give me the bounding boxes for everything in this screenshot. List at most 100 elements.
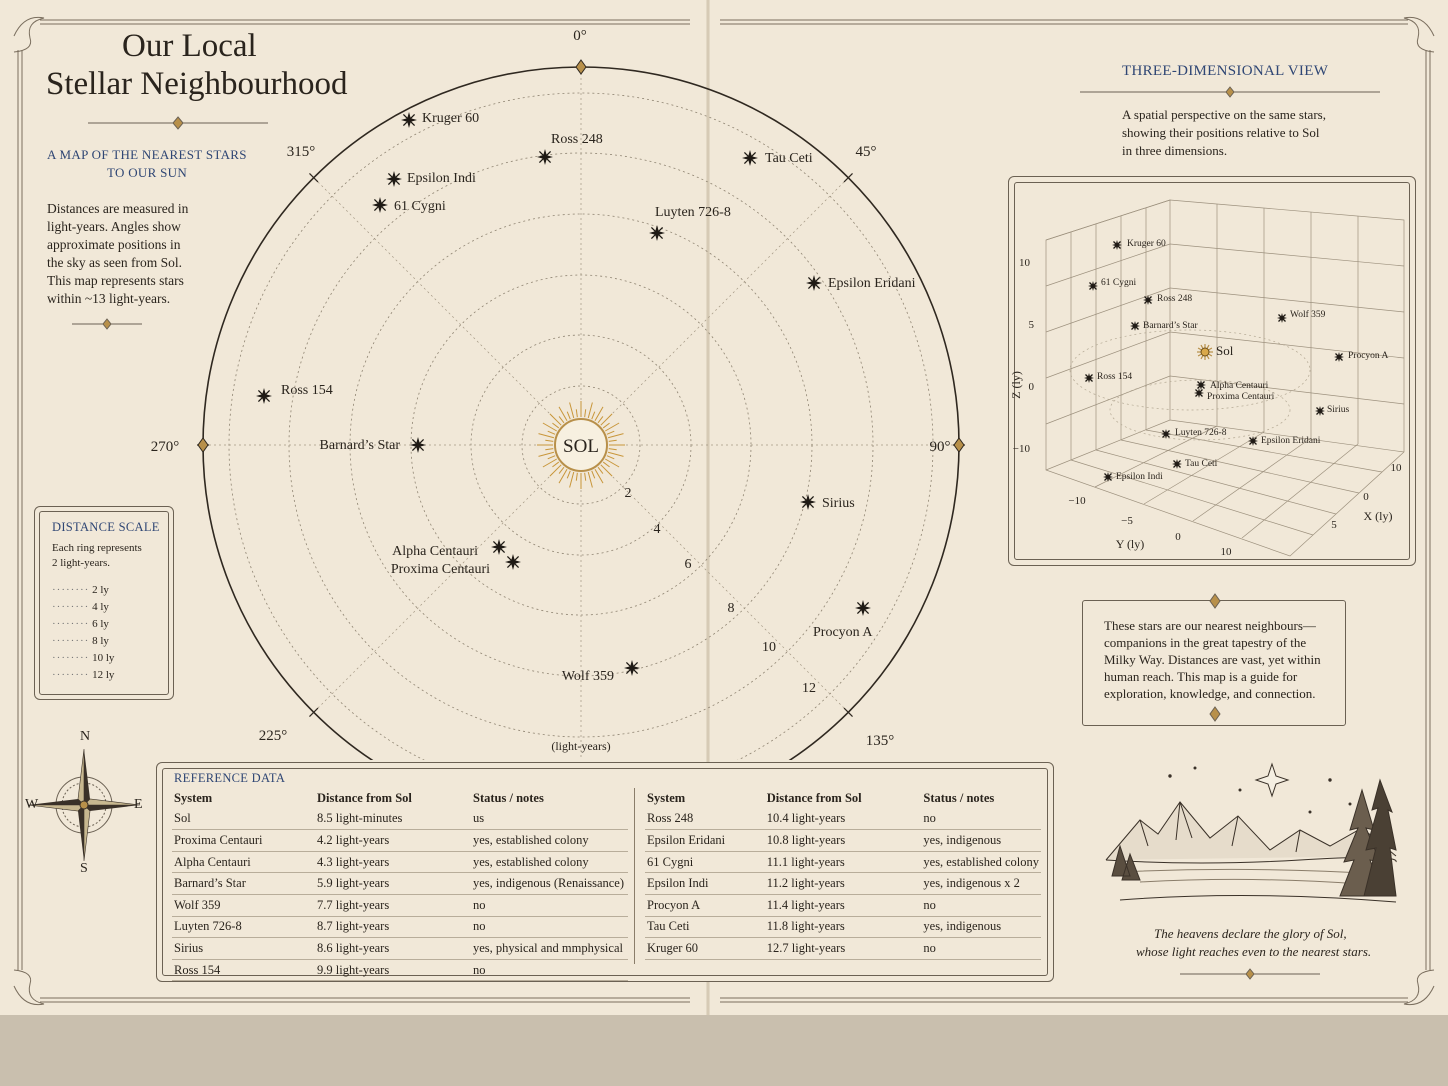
cell-status: yes, physical and mmphysical [471, 937, 628, 960]
cell-status: yes, established colony [471, 851, 628, 874]
star-3d-label: Sirius [1327, 405, 1349, 415]
cell-status: no [921, 937, 1041, 960]
three-d-desc: A spatial perspective on the same stars,… [1122, 106, 1326, 160]
z-tick-label: 10 [1019, 257, 1031, 269]
note-text: These stars are our nearest neighbours— … [1104, 617, 1321, 702]
star-label: 61 Cygni [394, 199, 446, 214]
scale-row: ········ 2 ly [52, 584, 109, 596]
intro-line: Distances are measured in [47, 201, 189, 216]
sol-center-label: SOL [563, 436, 599, 457]
three-d-heading: THREE-DIMENSIONAL VIEW [1122, 63, 1329, 79]
map-subtitle-line2: TO OUR SUN [107, 165, 188, 180]
scale-ring-label: 10 ly [92, 652, 115, 664]
cell-system: Alpha Centauri [172, 851, 315, 874]
intro-line: approximate positions in [47, 237, 181, 252]
scale-row: ········ 12 ly [52, 669, 115, 681]
cell-system: Ross 248 [645, 808, 765, 831]
star-3d-label: Proxima Centauri [1207, 392, 1275, 402]
ring-unit-label: (light-years) [551, 739, 610, 753]
three-d-desc-line: in three dimensions. [1122, 143, 1228, 158]
star-3d-label: Tau Ceti [1185, 459, 1218, 469]
star-marker-icon [800, 494, 816, 510]
ring-distance-label: 6 [685, 557, 692, 572]
quote-line2: whose light reaches even to the nearest … [1136, 944, 1372, 959]
bearing-label: 135° [866, 733, 895, 749]
bearing-tick [843, 707, 853, 717]
star-3d-label: Ross 248 [1157, 294, 1192, 304]
cell-status: yes, indigenous [921, 916, 1041, 939]
cell-distance: 11.8 light-years [764, 916, 922, 939]
star-label: Tau Ceti [765, 151, 813, 166]
bearing-spoke [313, 177, 553, 417]
star-3d-label: Ross 154 [1097, 372, 1132, 382]
cell-status: yes, established colony [471, 829, 628, 852]
star-label: Epsilon Indi [407, 171, 476, 186]
y-tick-label: 10 [1221, 546, 1233, 558]
cell-distance: 4.2 light-years [315, 829, 471, 852]
bearing-tick [843, 173, 853, 183]
cell-system: Luyten 726-8 [172, 916, 315, 939]
cell-distance: 12.7 light-years [764, 937, 922, 960]
note-line: human reach. This map is a guide for [1104, 669, 1298, 684]
page-title-line2: Stellar Neighbourhood [46, 66, 348, 102]
star-marker-icon [537, 149, 553, 165]
compass-rose-icon [27, 748, 141, 862]
star-3d-marker-icon [1130, 321, 1140, 331]
z-tick-label: −10 [1013, 443, 1031, 455]
star-3d-label: Procyon A [1348, 351, 1389, 361]
cell-status: yes, indigenous [921, 829, 1041, 852]
book-spine [706, 0, 710, 1015]
cell-distance: 8.7 light-years [315, 916, 471, 939]
ring-distance-label: 8 [728, 601, 735, 616]
col-header-distance: Distance from Sol [766, 790, 862, 805]
three-d-plot-frame [1008, 176, 1416, 566]
star-3d-label: Alpha Centauri [1210, 381, 1269, 391]
star-3d-marker-icon [1112, 240, 1122, 250]
star-3d-marker-icon [1088, 281, 1098, 291]
star-marker-icon [855, 600, 871, 616]
star-label: Alpha Centauri [392, 544, 478, 559]
scale-row: ········ 8 ly [52, 635, 109, 647]
cell-system: Epsilon Indi [645, 872, 765, 895]
star-marker-icon [806, 275, 822, 291]
page-edge [0, 1015, 1448, 1086]
star-3d-label: Luyten 726-8 [1175, 428, 1227, 438]
reference-divider [634, 788, 635, 964]
star-label: Ross 248 [551, 132, 603, 147]
bearing-diamond-marker [575, 59, 587, 75]
cell-status: no [471, 894, 628, 917]
cell-system: Procyon A [645, 894, 765, 917]
compass-n: N [80, 729, 91, 744]
star-label: Kruger 60 [422, 111, 479, 126]
y-axis-label: Y (ly) [1116, 537, 1145, 551]
star-marker-icon [649, 225, 665, 241]
cell-distance: 10.4 light-years [764, 808, 922, 831]
y-tick-label: 0 [1175, 531, 1181, 543]
scale-ring-label: 2 ly [92, 584, 109, 596]
three-d-plot-inner-frame [1014, 182, 1410, 560]
bearing-spoke [609, 473, 849, 713]
cell-status: no [921, 894, 1041, 917]
cell-distance: 9.9 light-years [315, 959, 471, 982]
star-marker-icon [410, 437, 426, 453]
star-3d-marker-icon [1315, 406, 1325, 416]
bearing-spoke [609, 177, 849, 417]
bearing-diamond-marker [197, 437, 209, 453]
cell-distance: 10.8 light-years [764, 829, 922, 852]
cell-system: Proxima Centauri [172, 829, 315, 852]
mountain-landscape-illustration [1105, 762, 1397, 903]
bearing-tick [309, 173, 319, 183]
cell-system: Wolf 359 [172, 894, 315, 917]
star-label: Procyon A [813, 625, 873, 640]
star-marker-icon [386, 171, 402, 187]
bearing-label: 90° [930, 439, 951, 455]
scale-title: DISTANCE SCALE [52, 520, 160, 534]
col-header-system: System [174, 790, 213, 805]
cell-distance: 8.5 light-minutes [315, 808, 471, 831]
